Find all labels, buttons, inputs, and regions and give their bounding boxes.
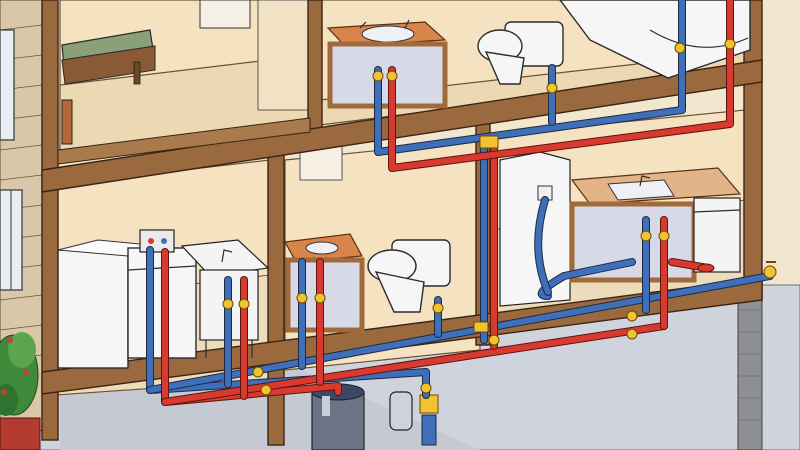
bed <box>61 29 156 145</box>
exterior-window-upper <box>0 29 15 141</box>
brick-foundation <box>0 417 41 450</box>
bed-chair <box>61 99 73 145</box>
washer-valve-box <box>139 229 175 253</box>
hose-bibb-icon <box>697 261 777 279</box>
toilet <box>477 21 564 85</box>
dishwasher <box>693 197 741 273</box>
stud-left <box>41 0 59 441</box>
bathtub <box>559 0 751 79</box>
stud-upper-mid <box>307 0 323 136</box>
shrub <box>0 332 39 416</box>
stud-main-left <box>267 154 285 446</box>
expansion-tank <box>389 391 413 431</box>
basement-brick-wall <box>738 309 762 421</box>
upper-doorway <box>199 0 251 29</box>
upper-floor-joist <box>41 59 763 193</box>
upper-wall-panel <box>257 0 309 111</box>
bathroom-vanity-sink <box>326 19 448 109</box>
toilet-lower <box>367 239 451 313</box>
basement-wall-right <box>737 287 763 450</box>
pipe-tee-icon <box>473 135 499 333</box>
water-meter <box>419 394 439 446</box>
washing-machine <box>57 239 161 369</box>
